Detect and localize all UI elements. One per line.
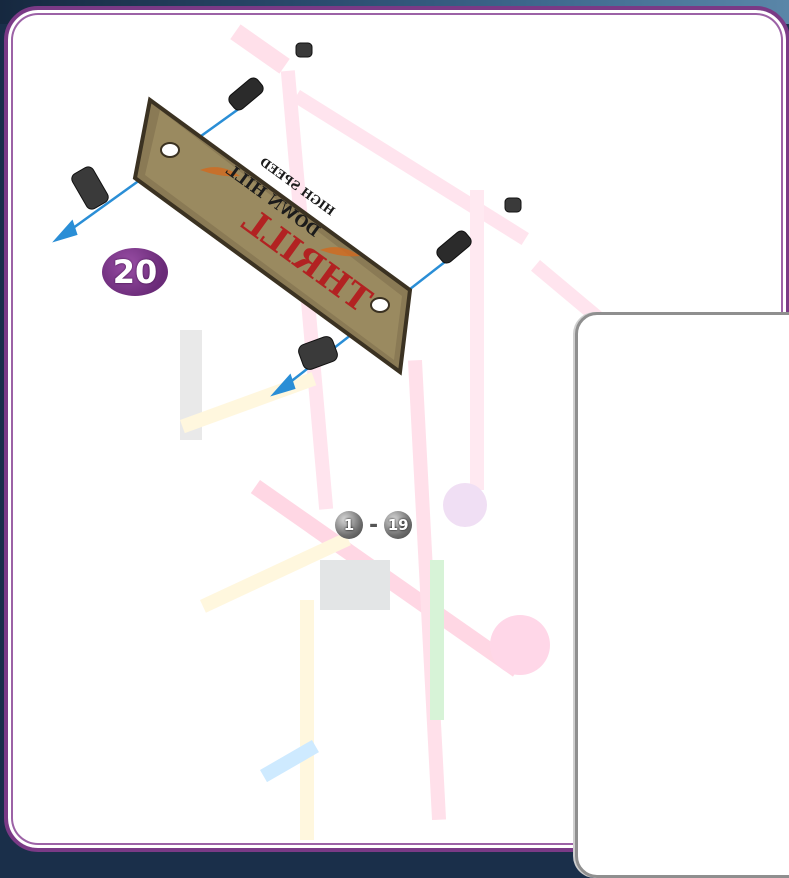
range-end: 19 — [384, 511, 412, 539]
step-range: 1 - 19 — [335, 510, 412, 540]
range-dash: - — [369, 513, 378, 538]
step-number-badge: 20 — [102, 248, 168, 296]
range-start: 1 — [335, 511, 363, 539]
faded-model — [180, 24, 640, 840]
inset-panel — [575, 312, 789, 878]
step-number: 20 — [113, 253, 158, 291]
